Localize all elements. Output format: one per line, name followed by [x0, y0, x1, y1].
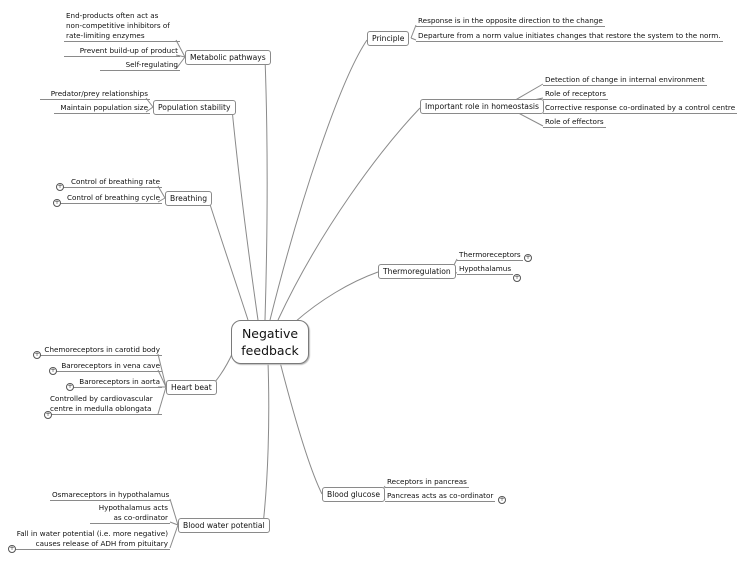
connector-homeostasis: [277, 107, 421, 321]
topic-population-stability[interactable]: Population stability: [153, 100, 236, 115]
homeostasis-item[interactable]: Role of effectors: [543, 117, 606, 128]
topic-thermoregulation[interactable]: Thermoregulation: [378, 264, 456, 279]
plus-circle-icon[interactable]: +: [49, 367, 57, 375]
metabolic-item[interactable]: End-products often act as: [66, 11, 159, 20]
thermoregulation-item[interactable]: Thermoreceptors: [457, 250, 523, 261]
connector-breathing: [207, 197, 249, 321]
homeostasis-item[interactable]: Detection of change in internal environm…: [543, 75, 707, 86]
plus-circle-icon[interactable]: +: [498, 496, 506, 504]
plus-circle-icon[interactable]: +: [524, 254, 532, 262]
population-item[interactable]: Maintain population size: [54, 103, 150, 114]
heart-beat-item[interactable]: Baroreceptors in vena cave: [53, 361, 162, 372]
homeostasis-item[interactable]: Role of receptors: [543, 89, 609, 100]
central-topic-line2: feedback: [241, 343, 299, 358]
connector-blood-glucose: [279, 361, 323, 495]
heart-beat-item[interactable]: centre in medulla oblongata: [48, 404, 162, 415]
plus-circle-icon[interactable]: +: [513, 274, 521, 282]
blood-water-item[interactable]: Osmareceptors in hypothalamus: [50, 490, 170, 501]
plus-circle-icon[interactable]: +: [33, 351, 41, 359]
metabolic-item[interactable]: rate-limiting enzymes: [64, 31, 180, 42]
blood-glucose-item[interactable]: Receptors in pancreas: [385, 477, 469, 488]
heart-beat-item[interactable]: Baroreceptors in aorta: [70, 377, 162, 388]
metabolic-item[interactable]: Prevent build-up of product: [64, 46, 180, 57]
blood-water-item[interactable]: Fall in water potential (i.e. more negat…: [16, 529, 168, 538]
topic-homeostasis[interactable]: Important role in homeostasis: [420, 99, 544, 114]
connector-thermoregulation: [294, 271, 379, 323]
thermoregulation-item[interactable]: Hypothalamus: [457, 264, 514, 275]
topic-blood-water-potential[interactable]: Blood water potential: [178, 518, 270, 533]
blood-water-item[interactable]: causes release of ADH from pituitary: [12, 539, 170, 550]
plus-circle-icon[interactable]: +: [8, 545, 16, 553]
population-item[interactable]: Predator/prey relationships: [40, 89, 150, 100]
topic-breathing[interactable]: Breathing: [165, 191, 213, 206]
plus-circle-icon[interactable]: +: [56, 183, 64, 191]
breathing-item[interactable]: Control of breathing cycle: [57, 193, 162, 204]
connector-population: [231, 108, 259, 321]
plus-circle-icon[interactable]: +: [66, 383, 74, 391]
breathing-item[interactable]: Control of breathing rate: [60, 177, 162, 188]
topic-heart-beat[interactable]: Heart beat: [166, 380, 217, 395]
blood-water-item[interactable]: as co-ordinator: [90, 513, 170, 524]
central-topic-line1: Negative: [241, 326, 299, 341]
connector-metabolic: [264, 57, 268, 321]
plus-circle-icon[interactable]: +: [44, 411, 52, 419]
metabolic-item[interactable]: non-competitive inhibitors of: [66, 21, 170, 30]
heart-beat-item[interactable]: Chemoreceptors in carotid body: [38, 345, 162, 356]
blood-glucose-item[interactable]: Pancreas acts as co-ordinator: [385, 491, 496, 502]
connector-principle: [269, 39, 368, 321]
topic-principle[interactable]: Principle: [367, 31, 410, 46]
plus-circle-icon[interactable]: +: [53, 199, 61, 207]
homeostasis-item[interactable]: Corrective response co-ordinated by a co…: [543, 103, 738, 114]
metabolic-item[interactable]: Self-regulating: [100, 60, 180, 71]
principle-item[interactable]: Response is in the opposite direction to…: [416, 16, 605, 27]
heart-beat-item[interactable]: Controlled by cardiovascular: [50, 394, 153, 403]
blood-water-item[interactable]: Hypothalamus acts: [98, 503, 168, 512]
central-topic[interactable]: Negative feedback: [231, 320, 309, 364]
topic-blood-glucose[interactable]: Blood glucose: [322, 487, 386, 502]
principle-item[interactable]: Departure from a norm value initiates ch…: [416, 31, 723, 42]
connector-blood-water: [262, 361, 270, 526]
topic-metabolic-pathways[interactable]: Metabolic pathways: [185, 50, 271, 65]
